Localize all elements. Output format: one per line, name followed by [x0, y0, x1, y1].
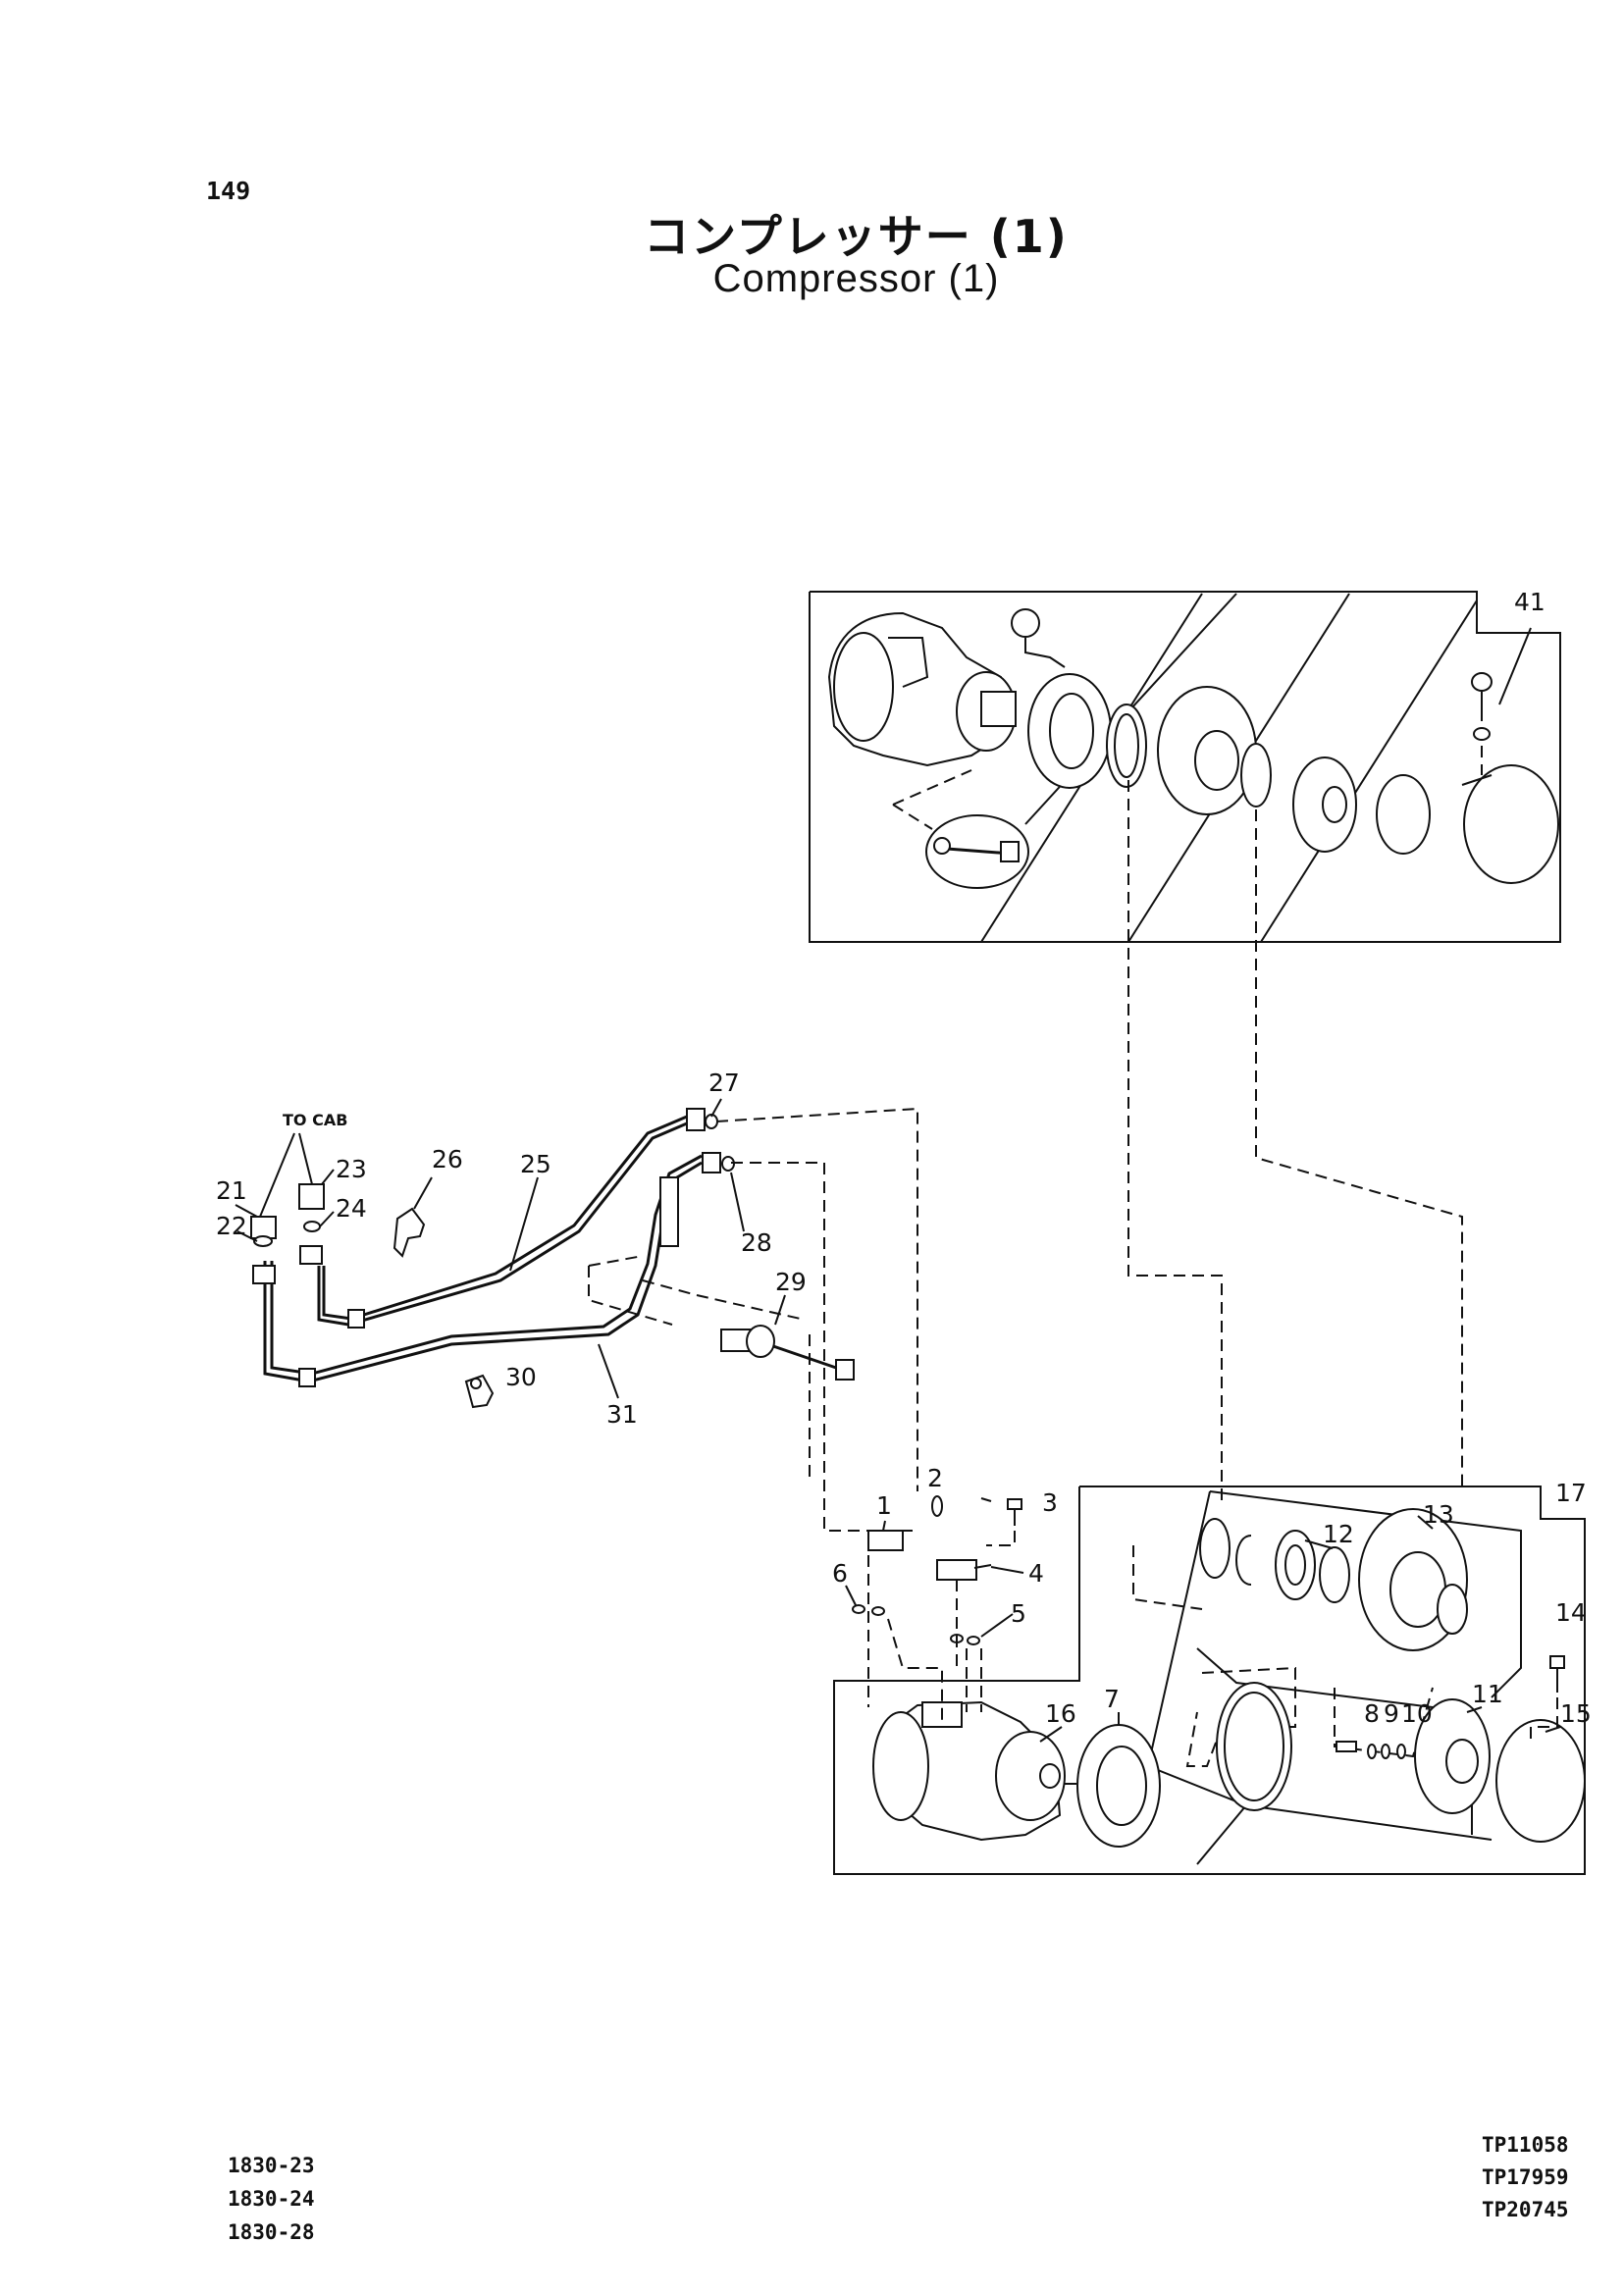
title-japanese: コンプレッサー (1) — [644, 210, 1069, 263]
tp-ref: TP11058 — [1482, 2133, 1569, 2157]
fitting-21 — [250, 1216, 277, 1239]
tp-ref: TP20745 — [1482, 2198, 1569, 2221]
callout-17: 17 — [1555, 1479, 1587, 1507]
serial-reference-list: 1830-23 1830-24 1830-28 — [228, 2149, 315, 2249]
callout-1: 1 — [876, 1491, 892, 1520]
callout-labels: TO CAB 21 22 23 24 26 25 27 28 29 30 31 … — [216, 588, 1592, 1728]
callout-3: 3 — [1042, 1488, 1058, 1517]
callout-6: 6 — [832, 1559, 848, 1588]
tp-ref: TP17959 — [1482, 2165, 1569, 2189]
compressor-16 — [872, 1700, 1066, 1842]
callout-7: 7 — [1104, 1685, 1120, 1713]
assembly-17-group — [833, 1486, 1586, 1875]
callout-24: 24 — [336, 1194, 367, 1223]
page-number: 149 — [206, 177, 251, 205]
serial-ref: 1830-24 — [228, 2187, 315, 2211]
title-english: Compressor (1) — [712, 257, 1000, 300]
callout-14: 14 — [1555, 1598, 1587, 1627]
cover-top — [1463, 764, 1559, 884]
cover-15 — [1495, 1719, 1586, 1843]
fitting-4 — [936, 1559, 977, 1581]
callout-26: 26 — [432, 1145, 463, 1173]
serial-ref: 1830-23 — [228, 2154, 315, 2177]
callout-12: 12 — [1323, 1520, 1354, 1548]
leader-lines — [235, 1098, 1561, 1743]
assembly-17-frame — [833, 1486, 1586, 1875]
clamp-26 — [393, 1207, 426, 1258]
callout-2: 2 — [927, 1464, 943, 1492]
callout-30: 30 — [505, 1363, 537, 1391]
fitting-23 — [298, 1183, 325, 1210]
callout-16: 16 — [1045, 1699, 1076, 1728]
pressure-switch-29 — [720, 1294, 855, 1381]
callout-10: 10 — [1401, 1699, 1433, 1728]
callout-31: 31 — [606, 1400, 638, 1429]
callout-4: 4 — [1028, 1559, 1044, 1588]
callout-5: 5 — [1011, 1599, 1026, 1628]
callout-27: 27 — [708, 1069, 740, 1097]
callout-25: 25 — [520, 1150, 551, 1178]
fitting-1 — [867, 1530, 904, 1551]
callout-11: 11 — [1472, 1680, 1503, 1708]
callout-41: 41 — [1514, 588, 1545, 616]
callout-22: 22 — [216, 1212, 247, 1240]
assembly-41-group — [809, 591, 1561, 943]
tp-reference-list: TP11058 TP17959 TP20745 — [1482, 2129, 1569, 2226]
callout-21: 21 — [216, 1176, 247, 1205]
serial-ref: 1830-28 — [228, 2220, 315, 2244]
callout-28: 28 — [741, 1228, 772, 1257]
compressor-body-top — [827, 611, 1017, 767]
callout-8: 8 — [1364, 1699, 1380, 1728]
callout-9: 9 — [1384, 1699, 1399, 1728]
assembly-41-frame — [809, 591, 1561, 943]
callout-23: 23 — [336, 1155, 367, 1183]
note-to-cab: TO CAB — [283, 1111, 347, 1129]
callout-29: 29 — [775, 1268, 807, 1296]
callout-15: 15 — [1560, 1699, 1592, 1728]
